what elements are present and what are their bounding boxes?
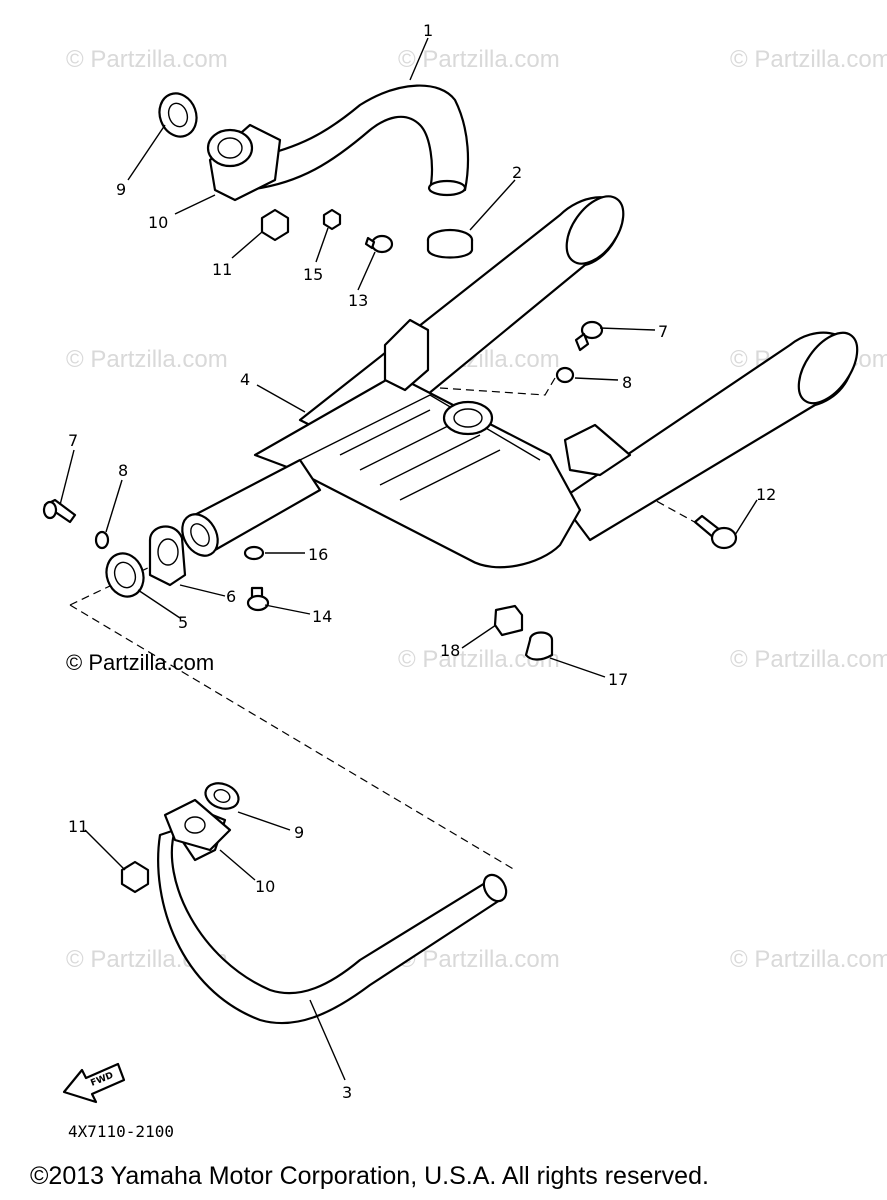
watermark: © Partzilla.com — [398, 946, 560, 973]
leader-line — [174, 194, 216, 215]
exhaust-clamp — [148, 525, 187, 587]
bolt-14 — [246, 586, 270, 612]
exhaust-flange-lower — [163, 798, 232, 852]
diagram-code: 4X7110-2100 — [68, 1122, 174, 1141]
gasket-lower — [204, 782, 240, 810]
leader-line — [357, 251, 376, 291]
leader-line — [409, 37, 429, 81]
bolt-7-right — [574, 320, 604, 352]
callout-11-upper: 11 — [212, 260, 232, 279]
leader-line — [309, 999, 346, 1081]
fwd-arrow-icon: FWD — [62, 1062, 126, 1104]
copyright-notice: ©2013 Yamaha Motor Corporation, U.S.A. A… — [30, 1162, 709, 1190]
bolt-13 — [364, 234, 394, 254]
callout-9-upper: 9 — [116, 180, 126, 199]
washer-8-right — [555, 366, 575, 384]
leader-line — [599, 327, 656, 331]
cap-17 — [524, 631, 554, 661]
nut-15 — [322, 208, 342, 231]
nut-16 — [243, 545, 265, 561]
leader-line — [461, 624, 497, 649]
watermark: © Partzilla.com — [66, 346, 228, 373]
leader-line — [574, 377, 619, 381]
leader-line — [219, 849, 256, 881]
callout-16: 16 — [308, 545, 328, 564]
exhaust-pipe-upper — [238, 84, 470, 197]
watermark-prominent: © Partzilla.com — [66, 650, 215, 675]
leader-line — [256, 384, 306, 413]
leader-line — [549, 657, 606, 678]
callout-8-left: 8 — [118, 461, 128, 480]
gasket-front — [105, 552, 145, 598]
watermark: © Partzilla.com — [66, 46, 228, 73]
gasket-upper — [158, 92, 198, 138]
nut-11-lower — [120, 860, 150, 894]
bolt-7-left — [42, 498, 77, 524]
watermark: © Partzilla.com — [730, 646, 887, 673]
watermark: © Partzilla.com — [730, 946, 887, 973]
exhaust-flange-upper — [206, 123, 282, 202]
muffler-assembly — [181, 195, 859, 569]
callout-9-lower: 9 — [294, 823, 304, 842]
assembly-dashed-line — [439, 377, 556, 396]
leader-line — [315, 227, 329, 263]
callout-10-upper: 10 — [148, 213, 168, 232]
assembly-dashed-line — [69, 604, 516, 871]
leader-line — [734, 499, 758, 536]
callout-7-left: 7 — [68, 431, 78, 450]
leader-line — [105, 479, 123, 533]
leader-line — [59, 449, 75, 506]
callout-18: 18 — [440, 641, 460, 660]
callout-6: 6 — [226, 587, 236, 606]
callout-10-lower: 10 — [255, 877, 275, 896]
callout-4: 4 — [240, 370, 250, 389]
watermark: © Partzilla.com — [730, 46, 887, 73]
callout-8-right: 8 — [622, 373, 632, 392]
leader-line — [137, 589, 181, 619]
callout-2: 2 — [512, 163, 522, 182]
callout-5: 5 — [178, 613, 188, 632]
callout-15: 15 — [303, 265, 323, 284]
damper-18 — [493, 604, 524, 637]
leader-line — [264, 604, 311, 615]
bolt-12 — [693, 514, 738, 550]
callout-12: 12 — [756, 485, 776, 504]
leader-line — [231, 231, 263, 259]
callout-17: 17 — [608, 670, 628, 689]
washer-8-left — [94, 530, 110, 550]
leader-line — [469, 179, 516, 231]
leader-line — [127, 124, 166, 181]
leader-line — [237, 811, 291, 831]
callout-3: 3 — [342, 1083, 352, 1102]
gasket-ring — [426, 228, 474, 259]
callout-13: 13 — [348, 291, 368, 310]
callout-14: 14 — [312, 607, 332, 626]
watermark: © Partzilla.com — [398, 46, 560, 73]
callout-11-lower: 11 — [68, 817, 88, 836]
callout-7-right: 7 — [658, 322, 668, 341]
callout-1: 1 — [423, 21, 433, 40]
nut-11-upper — [260, 208, 290, 242]
leader-line — [84, 829, 126, 871]
leader-line — [179, 584, 226, 597]
